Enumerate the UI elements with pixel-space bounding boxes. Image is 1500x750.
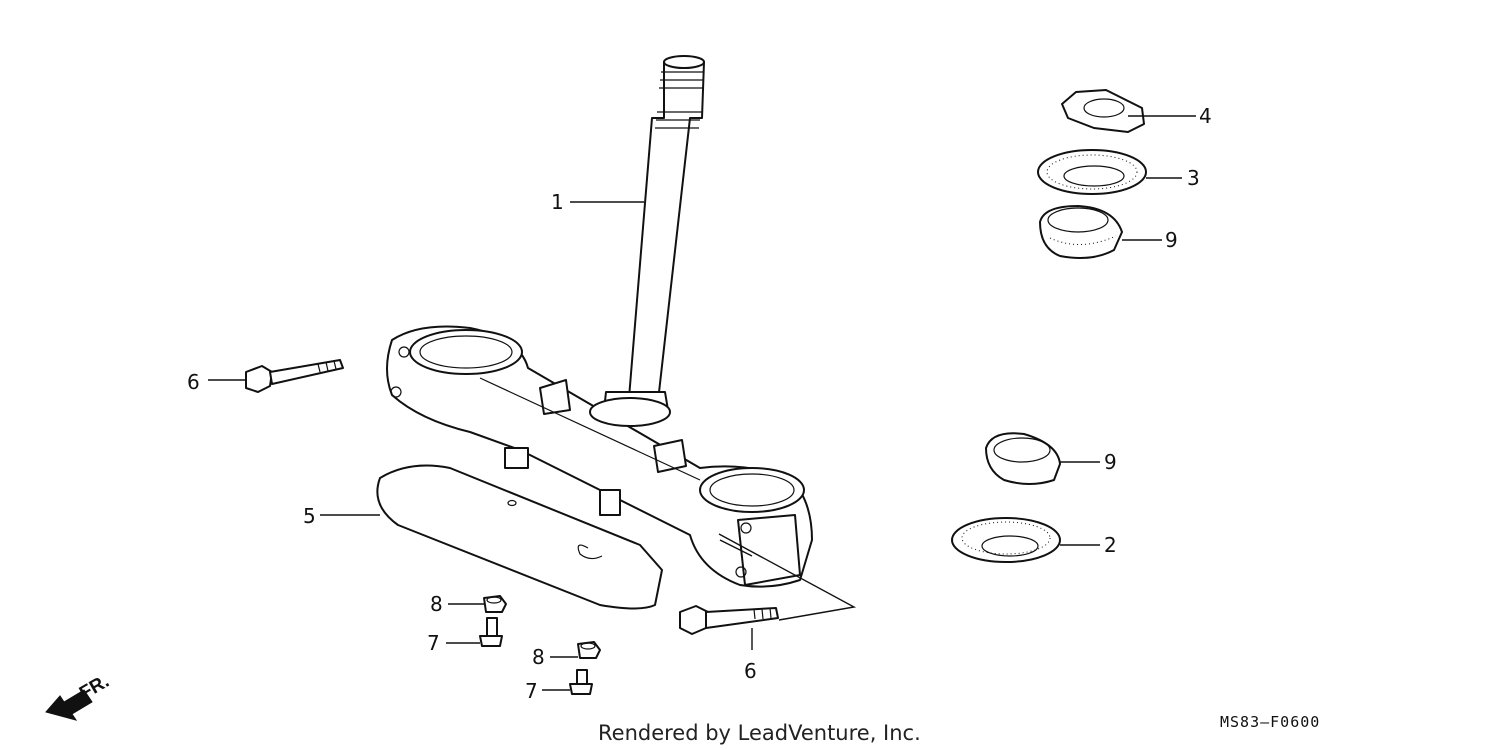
upper-race-part-3 bbox=[1037, 149, 1147, 195]
pinch-bolt-upper-part-6 bbox=[245, 359, 344, 393]
callout-7-lower: 7 bbox=[525, 679, 538, 703]
callout-8-upper: 8 bbox=[430, 592, 443, 616]
lower-guard-plate bbox=[376, 464, 663, 610]
render-credit: Rendered by LeadVenture, Inc. bbox=[598, 721, 921, 745]
lower-bearing-part-9 bbox=[985, 432, 1061, 485]
callout-1: 1 bbox=[551, 190, 564, 214]
screw-part-7a bbox=[479, 617, 503, 647]
callout-8-lower: 8 bbox=[532, 645, 545, 669]
callout-9-upper: 9 bbox=[1165, 228, 1178, 252]
callout-9-lower: 9 bbox=[1104, 450, 1117, 474]
diagram-code: MS83–F0600 bbox=[1220, 713, 1320, 731]
upper-bearing-part-9 bbox=[1039, 205, 1123, 259]
lower-race-part-2 bbox=[951, 517, 1061, 563]
lower-triple-clamp bbox=[386, 325, 813, 588]
lock-nut-part-4 bbox=[1061, 89, 1145, 133]
pinch-bolt-lower-part-6 bbox=[679, 605, 779, 635]
leader-lines bbox=[208, 115, 1196, 691]
screw-part-7b bbox=[569, 669, 593, 695]
callout-4: 4 bbox=[1199, 104, 1212, 128]
callout-2: 2 bbox=[1104, 533, 1117, 557]
callout-7-upper: 7 bbox=[427, 631, 440, 655]
nut-part-8a bbox=[483, 595, 507, 613]
steering-stem-shaft bbox=[603, 55, 705, 419]
callout-3: 3 bbox=[1187, 166, 1200, 190]
callout-6-upper: 6 bbox=[187, 370, 200, 394]
nut-part-8b bbox=[577, 641, 601, 659]
callout-5: 5 bbox=[303, 504, 316, 528]
callout-6-lower: 6 bbox=[744, 659, 757, 683]
front-direction-arrow-icon bbox=[45, 689, 93, 721]
